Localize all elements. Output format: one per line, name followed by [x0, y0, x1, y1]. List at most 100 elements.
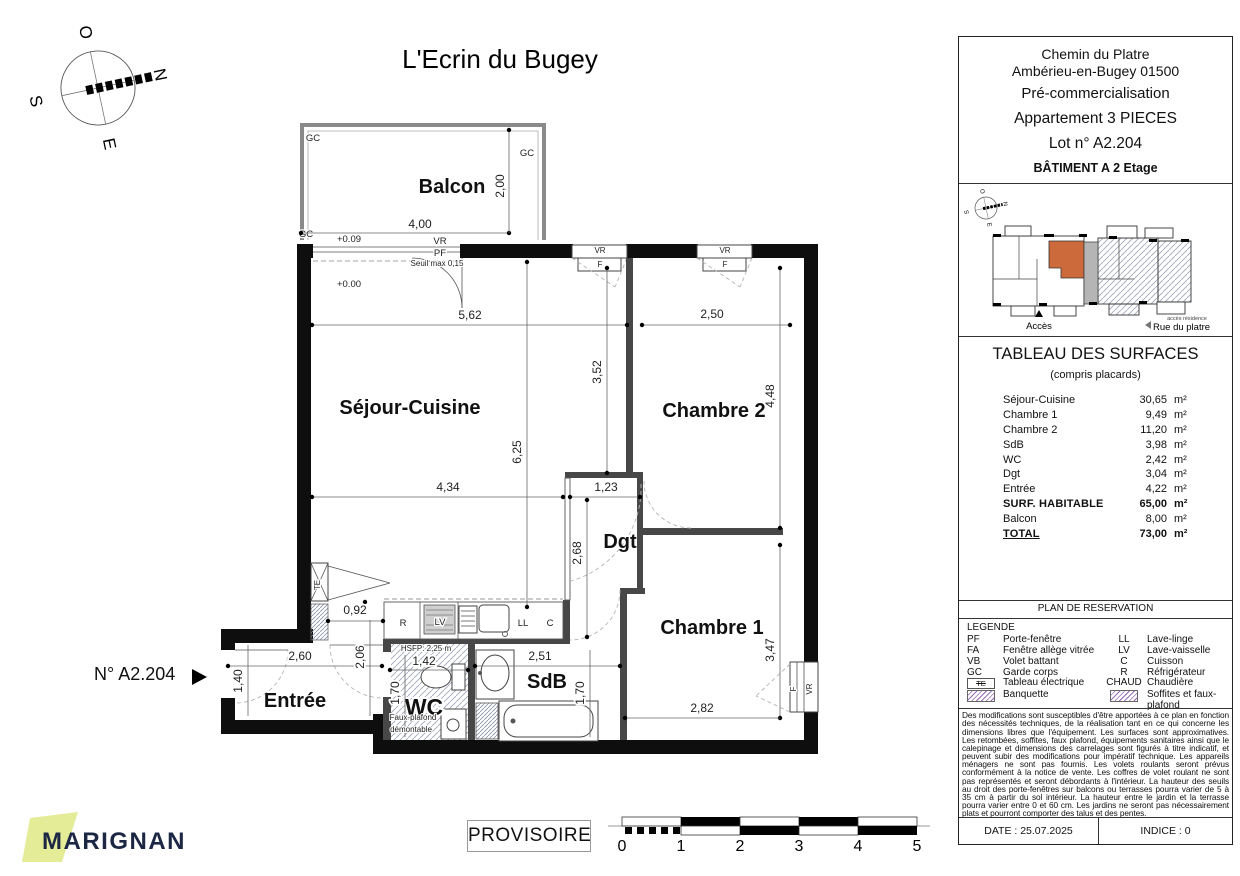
access-label: Accès	[1026, 321, 1052, 332]
vr-label: VR	[719, 246, 730, 255]
faux-plafond-label2: démontable	[390, 725, 432, 734]
building-floor: BÂTIMENT A 2 Etage	[1033, 161, 1158, 175]
page-title: L'Ecrin du Bugey	[402, 44, 598, 74]
street-arrow	[1145, 321, 1151, 330]
te-label: TE	[313, 580, 322, 590]
stair-shaft	[1083, 242, 1099, 305]
svg-text:2,50: 2,50	[700, 307, 724, 321]
room-label-chambre1: Chambre 1	[660, 617, 763, 639]
svg-text:5: 5	[913, 838, 922, 855]
surfaces-title: TABLEAU DES SURFACES	[992, 345, 1199, 364]
svg-text:4,48: 4,48	[763, 384, 777, 408]
access-residence-label: accès résidence	[1167, 316, 1207, 322]
svg-text:5,62: 5,62	[458, 308, 482, 322]
address-line1: Chemin du Platre	[1041, 46, 1150, 62]
room-label-chambre2: Chambre 2	[662, 400, 765, 422]
interior-walls	[383, 258, 783, 740]
vr-label: VR	[805, 683, 814, 694]
surfaces-table: TABLEAU DES SURFACES (compris placards) …	[959, 336, 1232, 600]
f-label: F	[598, 260, 603, 269]
window-chambre1: F VR	[755, 661, 819, 713]
svg-text:3: 3	[795, 838, 804, 855]
phase-label: Pré-commercialisation	[1021, 85, 1170, 102]
svg-text:O: O	[978, 189, 985, 195]
washer-label: LL	[518, 618, 529, 629]
svg-text:S: S	[962, 210, 969, 215]
vr-label: VR	[433, 236, 446, 247]
svg-text:2,06: 2,06	[353, 645, 367, 669]
svg-text:1,40: 1,40	[231, 669, 245, 693]
svg-text:2,82: 2,82	[690, 701, 714, 715]
street-label: Rue du platre	[1153, 322, 1210, 333]
room-label-dgt: Dgt	[603, 531, 637, 553]
fridge-label: R	[400, 618, 407, 629]
surfaces-subtitle: (compris placards)	[1050, 369, 1141, 382]
svg-text:2,68: 2,68	[570, 541, 584, 565]
svg-text:E: E	[985, 223, 992, 228]
banquette	[310, 603, 329, 641]
banquette-symbol	[967, 690, 995, 703]
highlighted-unit	[1048, 240, 1085, 279]
legend-title: LEGENDE	[967, 622, 1015, 634]
room-label-balcon: Balcon	[419, 176, 486, 198]
seuil-label: Seuil max 0,15	[411, 259, 464, 268]
window-sejour: VR F	[571, 244, 628, 288]
balcony: GC GC GC Balcon 4,00 2,00	[298, 123, 546, 241]
door-swings	[234, 480, 692, 704]
svg-text:1: 1	[677, 838, 686, 855]
hsfp-label: HSFP: 2,25 m	[401, 644, 452, 653]
svg-text:2: 2	[736, 838, 745, 855]
provisoire-stamp: PROVISOIRE	[467, 820, 591, 852]
access-marker	[1035, 310, 1043, 318]
room-label-entree: Entrée	[264, 690, 326, 712]
cooktop-label: C	[547, 618, 554, 629]
reservation-bar: PLAN DE RESERVATION	[959, 600, 1232, 620]
indice-cell: INDICE : 0	[1140, 825, 1191, 838]
room-label-wc: WC	[405, 694, 443, 720]
compass-rose: N E S O	[25, 24, 171, 151]
disclaimer-text: Des modifications sont susceptibles d'êt…	[959, 708, 1232, 817]
balcony-door: +0.09 VR PF Seuil max 0,15 +0.00	[313, 233, 465, 309]
svg-text:1,70: 1,70	[573, 681, 587, 705]
electrical-panel: TE	[310, 562, 391, 602]
svg-text:4: 4	[854, 838, 863, 855]
brand-name: MARIGNAN	[42, 828, 186, 855]
dim-balcon-depth: 2,00	[493, 174, 507, 198]
banquette	[475, 702, 499, 740]
scale-bar: 0 1 2 3 4 5	[608, 816, 930, 855]
level-high: +0.09	[337, 234, 361, 245]
vr-label: VR	[594, 246, 605, 255]
svg-text:6,25: 6,25	[510, 440, 524, 464]
marignan-logo: MARIGNAN	[22, 812, 186, 862]
site-plan: N E S O	[959, 184, 1232, 336]
compass-s: S	[25, 94, 46, 109]
compass-n: N	[150, 67, 171, 83]
compass-o: O	[75, 24, 96, 41]
bathroom-fixtures	[475, 649, 599, 742]
svg-text:N: N	[1001, 202, 1008, 207]
lot-number: Lot n° A2.204	[1048, 135, 1143, 152]
unit-pointer-label: N° A2.204	[94, 664, 176, 684]
svg-text:2,51: 2,51	[528, 649, 552, 663]
svg-text:1,70: 1,70	[388, 681, 402, 705]
dim-balcon-width: 4,00	[408, 217, 432, 231]
info-panel: Chemin du Platre Ambérieu-en-Bugey 01500…	[958, 36, 1233, 845]
svg-text:3,47: 3,47	[763, 638, 777, 662]
svg-text:0: 0	[618, 838, 627, 855]
gc-label: GC	[520, 148, 534, 159]
wc-fixtures	[391, 644, 468, 740]
svg-text:1,42: 1,42	[412, 654, 436, 668]
apartment-type: Appartement 3 PIECES	[1014, 110, 1177, 127]
unit-pointer-arrow	[192, 669, 207, 685]
dishwasher-label: LV	[435, 617, 447, 628]
room-label-sejour: Séjour-Cuisine	[339, 397, 480, 419]
faux-plafond-label: Faux-plafond	[390, 713, 437, 722]
